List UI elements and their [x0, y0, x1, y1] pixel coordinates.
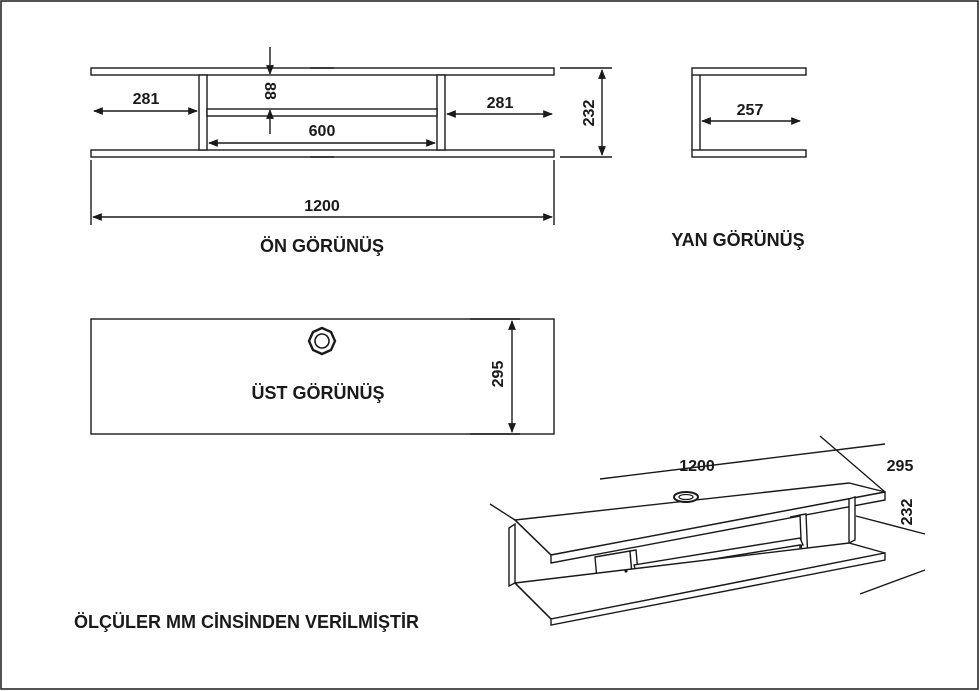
- dim-side-depth: 257: [737, 102, 764, 119]
- units-note: ÖLÇÜLER MM CİNSİNDEN VERİLMİŞTİR: [74, 612, 419, 632]
- top-view-title: ÜST GÖRÜNÜŞ: [251, 383, 384, 403]
- side-view-title: YAN GÖRÜNÜŞ: [671, 230, 804, 250]
- side-view: 257 YAN GÖRÜNÜŞ: [671, 67, 807, 250]
- iso-cable-hole-icon: [673, 491, 699, 503]
- dim-total-width: 1200: [304, 198, 340, 215]
- dim-iso-width: 1200: [679, 458, 715, 475]
- side-view-outline: [691, 67, 807, 158]
- cable-hole-icon: [307, 326, 337, 356]
- front-view-outline: [90, 67, 555, 158]
- dim-iso-height: 232: [899, 499, 916, 526]
- top-view: 295 ÜST GÖRÜNÜŞ: [90, 318, 555, 435]
- isometric-view: 1200 295 232: [489, 435, 926, 626]
- front-view: 281 281 88 600 232 1200 ÖN GÖRÜNÜŞ: [90, 47, 612, 256]
- dim-top-depth: 295: [490, 361, 507, 388]
- dim-right-compartment: 281: [487, 95, 514, 112]
- dim-left-compartment: 281: [133, 91, 160, 108]
- dim-iso-depth: 295: [887, 458, 914, 475]
- dim-shelf-gap: 88: [261, 82, 278, 100]
- dim-front-height: 232: [581, 100, 598, 127]
- isometric-unit: [489, 435, 926, 626]
- front-view-title: ÖN GÖRÜNÜŞ: [260, 236, 384, 256]
- dim-middle-shelf: 600: [309, 123, 336, 140]
